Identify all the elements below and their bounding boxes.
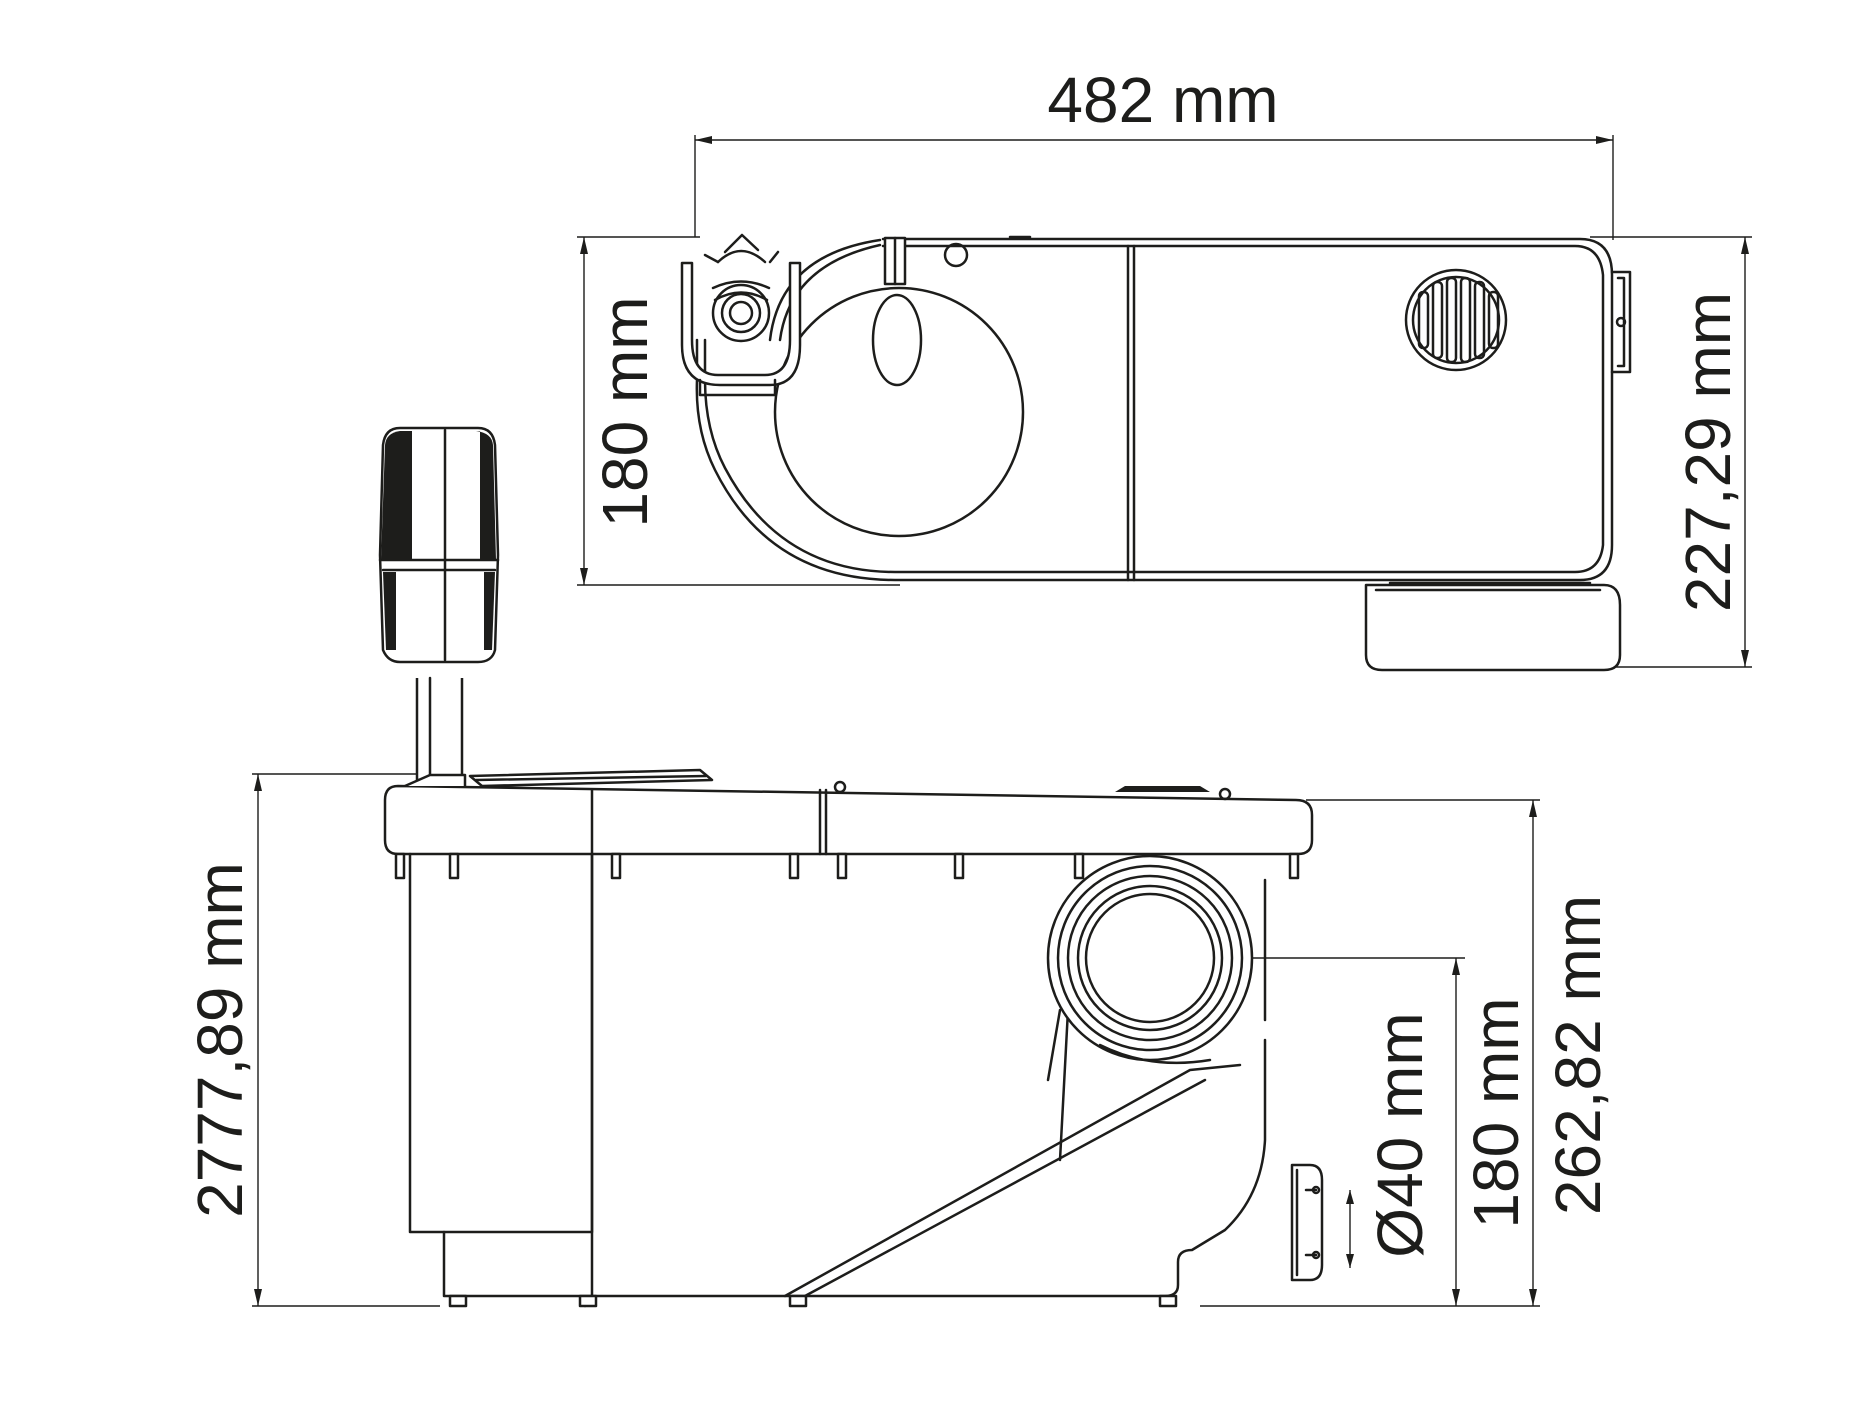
top-view-body [695, 235, 1614, 582]
cover-pins [394, 852, 1300, 880]
side-latch [1290, 1163, 1324, 1282]
side-tab [1610, 270, 1632, 374]
overall-height-label: 2777,89 mm [184, 862, 256, 1218]
outlet-height-label: 180 mm [1460, 997, 1532, 1228]
outlet-diameter-dimension: Ø40 mm [1346, 1012, 1436, 1268]
top-view-pedestal [1364, 581, 1622, 672]
outlet-height-dimension: 180 mm [1156, 957, 1532, 1306]
outlet-diameter-label: Ø40 mm [1364, 1012, 1436, 1257]
internal-channel [783, 1008, 1242, 1298]
handle [378, 426, 500, 782]
side-view: 2777,89 mm 262,82 mm 180 mm Ø40 mm [184, 426, 1614, 1308]
inlet-connector [680, 233, 802, 397]
width-label: 482 mm [1047, 64, 1278, 136]
top-view: 482 mm 180 mm 227,29 mm [577, 64, 1752, 672]
body-height-dimension: 262,82 mm [1200, 799, 1614, 1307]
top-cover [383, 768, 1314, 856]
overall-depth-dimension: 227,29 mm [1590, 236, 1752, 668]
tank-body [408, 852, 1267, 1308]
overall-depth-label: 227,29 mm [1672, 292, 1744, 612]
width-dimension: 482 mm [694, 64, 1614, 240]
vent-grille [1404, 268, 1508, 372]
depth-dimension: 180 mm [577, 236, 900, 586]
outlet-pipe [1046, 854, 1254, 1065]
overall-height-dimension: 2777,89 mm [184, 773, 440, 1307]
body-height-label: 262,82 mm [1542, 895, 1614, 1215]
depth-label: 180 mm [589, 296, 661, 527]
